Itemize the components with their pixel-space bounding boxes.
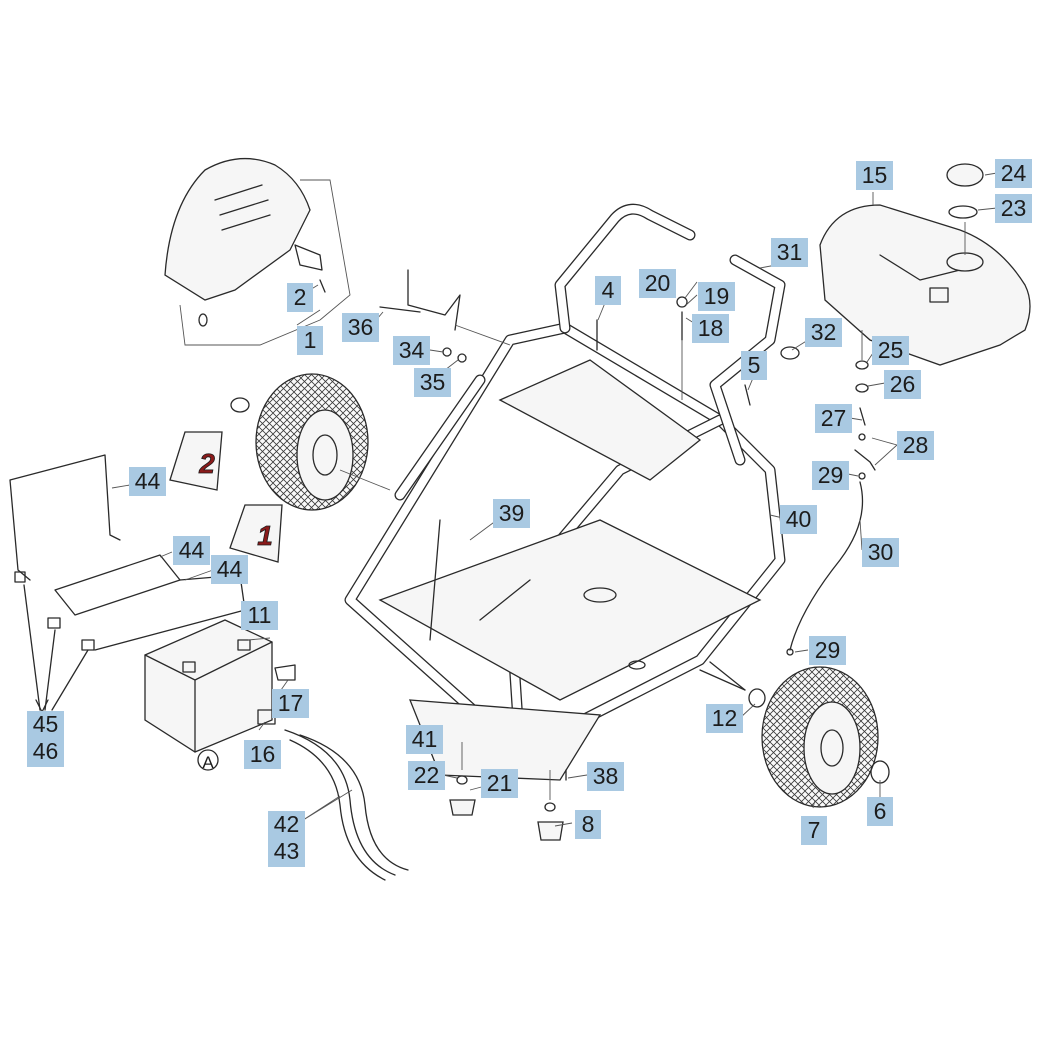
arrow-marker-1 <box>229 504 283 563</box>
hood-part <box>164 157 351 346</box>
callout-part-23: 23 <box>995 194 1032 223</box>
callout-part-42: 42 <box>273 811 300 837</box>
callout-part-44-right: 44 <box>211 555 248 584</box>
callout-part-29-lower: 29 <box>809 636 846 665</box>
callout-part-27: 27 <box>815 404 852 433</box>
handle-hardware <box>596 296 800 406</box>
callout-part-39: 39 <box>493 499 530 528</box>
callout-part-42-43: 42 43 <box>268 811 305 867</box>
frame-part <box>344 203 786 781</box>
callout-part-22: 22 <box>408 761 445 790</box>
callout-part-20: 20 <box>639 269 676 298</box>
view-a-marker: A <box>202 753 214 772</box>
callout-part-43: 43 <box>273 838 300 864</box>
callout-part-16: 16 <box>244 740 281 769</box>
callout-part-45: 45 <box>32 711 59 737</box>
callout-part-29-upper: 29 <box>812 461 849 490</box>
callout-part-41: 41 <box>406 725 443 754</box>
callout-part-5: 5 <box>741 351 767 380</box>
wheel-right-part <box>709 661 890 808</box>
fuel-tank-part <box>786 163 1031 656</box>
callout-part-19: 19 <box>698 282 735 311</box>
callout-part-2: 2 <box>287 283 313 312</box>
callout-part-12: 12 <box>706 704 743 733</box>
callout-part-6: 6 <box>867 797 893 826</box>
callout-part-17: 17 <box>272 689 309 718</box>
wheel-upper-part <box>230 373 391 511</box>
callout-part-32: 32 <box>805 318 842 347</box>
callout-part-36: 36 <box>342 313 379 342</box>
callout-part-28: 28 <box>897 431 934 460</box>
callout-part-1: 1 <box>297 326 323 355</box>
leader-lines <box>111 172 998 827</box>
callout-part-34: 34 <box>393 336 430 365</box>
battery-part <box>144 619 296 771</box>
callout-part-44-middle: 44 <box>173 536 210 565</box>
bracket-part <box>379 269 511 363</box>
callout-part-7: 7 <box>801 816 827 845</box>
callout-part-24: 24 <box>995 159 1032 188</box>
battery-bracket-part <box>9 454 246 713</box>
callout-part-11: 11 <box>241 601 278 630</box>
callout-part-44-left: 44 <box>129 467 166 496</box>
callout-part-38: 38 <box>587 762 624 791</box>
callout-part-25: 25 <box>872 336 909 365</box>
callout-part-45-46: 45 46 <box>27 711 64 767</box>
callout-part-18: 18 <box>692 314 729 343</box>
arrow-1-number: 1 <box>257 520 273 551</box>
callout-part-31: 31 <box>771 238 808 267</box>
callout-part-15: 15 <box>856 161 893 190</box>
callout-part-8: 8 <box>575 810 601 839</box>
callout-part-26: 26 <box>884 370 921 399</box>
callout-part-46: 46 <box>32 738 59 764</box>
callout-part-40: 40 <box>780 505 817 534</box>
arrow-2-number: 2 <box>198 448 215 479</box>
rubber-feet-part <box>449 742 567 841</box>
callout-part-35: 35 <box>414 368 451 397</box>
arrow-marker-2 <box>169 431 223 491</box>
cable-part <box>284 729 409 881</box>
callout-part-4: 4 <box>595 276 621 305</box>
callout-part-21: 21 <box>481 769 518 798</box>
callout-part-30: 30 <box>862 538 899 567</box>
